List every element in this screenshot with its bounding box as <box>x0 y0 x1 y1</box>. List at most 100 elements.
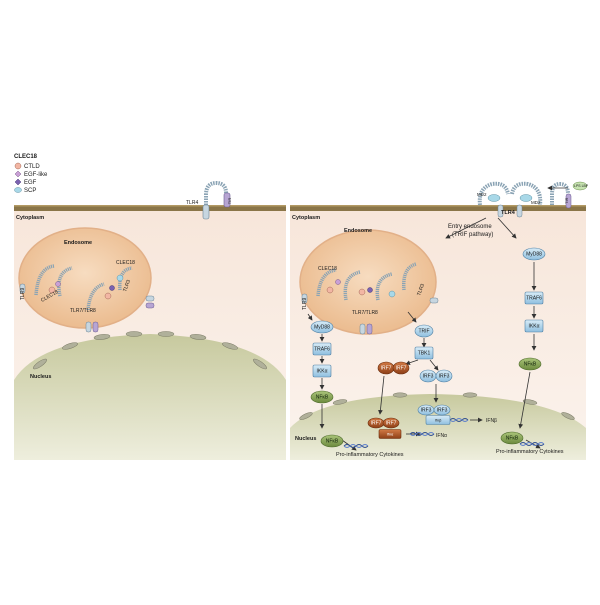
legend-egf-like-label: EGF-like <box>24 172 48 178</box>
md2-left-label: MD2 <box>477 192 487 197</box>
node-trif: TRIF <box>414 324 434 338</box>
right-cytoplasm-label: Cytoplasm <box>292 215 320 221</box>
node-ifna-gene: Ifnα <box>378 429 402 439</box>
node-label: MyD88 <box>526 252 542 258</box>
node-label: MyD88 <box>314 325 330 331</box>
ifna-output: IFNα <box>436 433 447 439</box>
node-shape <box>435 369 453 383</box>
node-irf7-nuc-b: IRF7 <box>382 417 400 429</box>
legend-title: CLEC18 <box>14 154 38 160</box>
node-label: IRF3 <box>437 408 448 414</box>
node-label: Ifnβ <box>435 417 442 422</box>
left-tlr9-label: TLR9 <box>20 288 26 300</box>
left-tlr3-label: TLR3 <box>122 279 132 293</box>
node-shape <box>522 247 546 261</box>
node-label: Ifnα <box>387 431 394 436</box>
node-label: NFκB <box>326 439 339 445</box>
cytokines-right-output: Pro-inflammatory Cytokines <box>496 449 564 455</box>
node-shape <box>378 429 402 439</box>
left-tlr4-domain-label: TIR <box>227 198 232 205</box>
node-myd88-left: MyD88 <box>310 320 334 334</box>
node-shape <box>392 361 410 375</box>
node-ikka-right: IKKα <box>524 319 544 333</box>
left-endosome-label: Endosome <box>64 240 92 246</box>
node-nfkb-left: NFκB <box>310 390 334 404</box>
node-label: IRF3 <box>439 374 450 380</box>
legend: CLEC18 CTLD EGF-like EGF SCP <box>14 154 48 194</box>
node-label: TRIF <box>418 329 429 335</box>
legend-ctld-label: CTLD <box>24 164 40 170</box>
node-shape <box>320 434 344 448</box>
lps-lbp-label: LPS LBP <box>574 184 589 188</box>
node-ifnb-gene: Ifnβ <box>425 415 451 425</box>
node-traf6-left: TRAF6 <box>312 342 332 356</box>
tlr4-md2-complex <box>477 181 588 218</box>
node-shape <box>518 357 542 371</box>
legend-scp-swatch <box>14 187 22 193</box>
pathway-arrows <box>307 217 541 451</box>
node-nfkb-nuc-right: NFκB <box>500 431 524 445</box>
node-label: NFκB <box>316 395 329 401</box>
node-shape <box>425 415 451 425</box>
left-tlr78-label: TLR7/TLR8 <box>70 308 96 314</box>
node-shape <box>312 342 332 356</box>
legend-egf-swatch <box>14 178 22 186</box>
right-endosome <box>299 229 437 335</box>
left-tlr4-label: TLR4 <box>186 200 198 206</box>
legend-scp-label: SCP <box>24 188 36 194</box>
right-endosome-label: Endosome <box>344 228 372 234</box>
node-shape <box>500 431 524 445</box>
node-label: IRF7 <box>371 421 382 427</box>
node-shape <box>524 319 544 333</box>
ifnb-output: IFNβ <box>486 418 497 424</box>
node-irf7-a: IRF7 <box>377 361 395 375</box>
right-tlr78-label: TLR7/TLR8 <box>352 310 378 316</box>
node-irf3-nuc-b: IRF3 <box>433 404 451 416</box>
node-irf3-a: IRF3 <box>419 369 437 383</box>
node-shape <box>310 320 334 334</box>
node-shape <box>524 291 544 305</box>
legend-ctld-swatch <box>14 162 22 170</box>
node-traf6-right: TRAF6 <box>524 291 544 305</box>
right-tlr3-label: TLR3 <box>416 283 426 297</box>
node-shape <box>414 346 434 360</box>
node-label: IRF7 <box>386 421 397 427</box>
right-nuclear-pores <box>299 392 575 420</box>
node-shape <box>382 417 400 429</box>
node-shape <box>414 324 434 338</box>
left-panel: Cytoplasm TIR TLR4 Endosome <box>14 180 286 460</box>
right-panel: Cytoplasm MD2 MD2 TLR4 LPS LBP TIR Endos… <box>290 181 589 460</box>
node-irf7-b: IRF7 <box>392 361 410 375</box>
node-irf3-nuc-a: IRF3 <box>417 404 435 416</box>
trif-pathway-label: (TRIF pathway) <box>452 232 493 238</box>
left-clec18-label-b: CLEC18 <box>116 260 135 266</box>
node-label: TRAF6 <box>314 347 330 353</box>
node-shape <box>310 390 334 404</box>
legend-egf-label: EGF <box>24 180 37 186</box>
left-endosome <box>18 227 152 329</box>
left-membrane <box>14 205 286 211</box>
node-label: NFκB <box>524 362 537 368</box>
node-label: IRF3 <box>421 408 432 414</box>
right-clec18-label: CLEC18 <box>318 266 337 272</box>
node-label: NFκB <box>506 436 519 442</box>
right-tir-label: TIR <box>564 197 569 204</box>
left-tlr4-receptor: TIR <box>202 180 232 220</box>
node-nfkb-right: NFκB <box>518 357 542 371</box>
node-shape <box>433 404 451 416</box>
right-nucleus-label: Nucleus <box>295 436 316 442</box>
node-myd88-right: MyD88 <box>522 247 546 261</box>
node-label: IKKα <box>529 324 540 330</box>
dna-strands <box>343 418 545 448</box>
node-label: IRF7 <box>396 366 407 372</box>
md2-right-label: MD2 <box>531 200 541 205</box>
node-label: IRF7 <box>381 366 392 372</box>
node-label: IRF3 <box>423 374 434 380</box>
node-label: TBK1 <box>418 351 431 357</box>
left-nucleus-label: Nucleus <box>30 374 51 380</box>
left-cytoplasm-label: Cytoplasm <box>16 215 44 221</box>
node-shape <box>312 364 332 378</box>
